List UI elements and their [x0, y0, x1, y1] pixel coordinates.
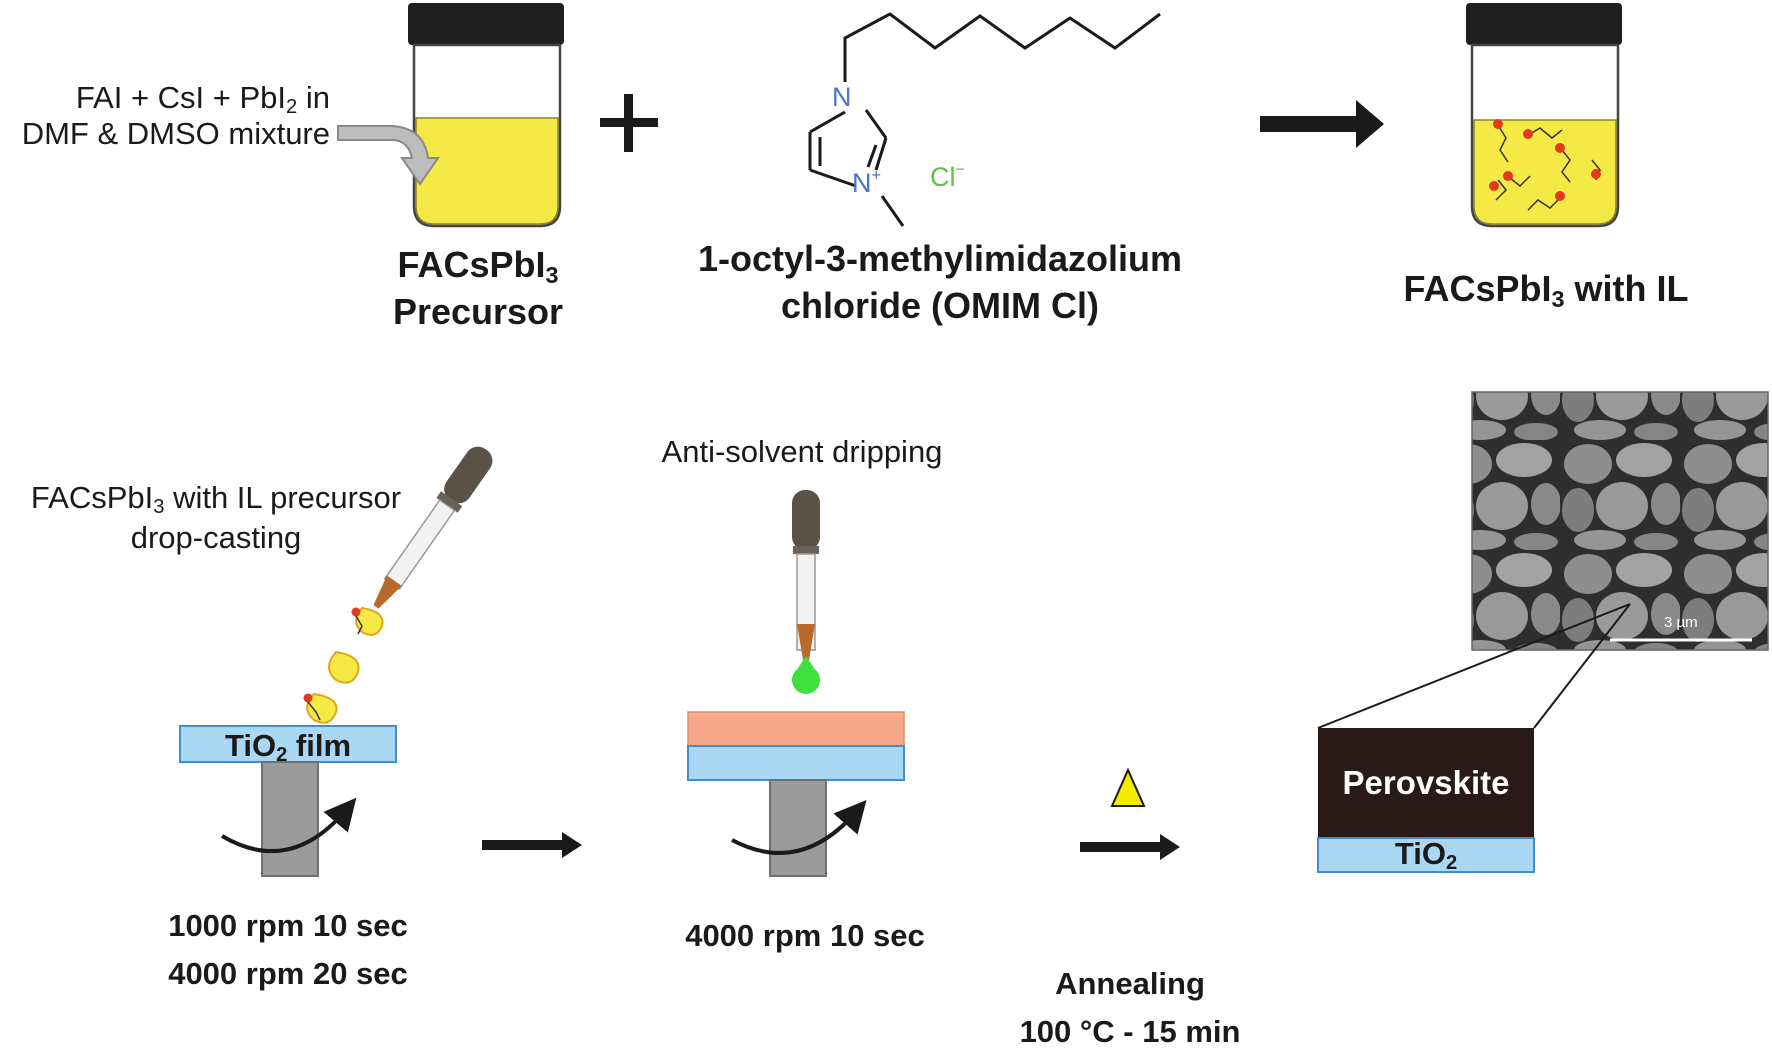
perovskite-label: Perovskite: [1342, 764, 1510, 801]
pipette-tip: [797, 624, 815, 660]
atom-n1-label: N: [832, 82, 852, 112]
ring-bond: [809, 110, 846, 134]
spin-step-1-label: 1000 rpm 10 sec 4000 rpm 20 sec: [168, 908, 408, 991]
precursor-vial: [408, 3, 564, 228]
antisolvent-droplet: [792, 666, 820, 694]
delta-triangle-icon: [1110, 767, 1146, 807]
ring-bond: [864, 109, 888, 139]
yellow-solution: [415, 117, 559, 225]
spin-arrow-2: [731, 799, 867, 855]
vial-cap: [1466, 3, 1622, 45]
pipette-1: [373, 446, 493, 609]
perovskite-wet-film: [687, 711, 905, 747]
sem-scale-label: 3 µm: [1664, 614, 1698, 631]
plus-sign-icon: [600, 94, 658, 152]
precursor-input-label: FAI + CsI + PbI2 in DMF & DMSO mixture: [21, 80, 330, 151]
yellow-solution-with-il: [1473, 119, 1617, 225]
tio2-film-label: TiO2 film: [224, 728, 352, 767]
atom-n2-label: N+: [852, 166, 881, 198]
ring-bond: [868, 135, 876, 140]
pipette-bulb: [444, 446, 493, 504]
pipette-tip: [373, 575, 402, 609]
tio2-final-layer: [1317, 837, 1535, 873]
antisolvent-label: Anti-solvent dripping: [661, 434, 943, 469]
spin-arrow-1: [220, 797, 357, 854]
pipette-2: [792, 490, 820, 660]
chloride-anion-label: Cl−: [930, 160, 965, 192]
dropcast-label: FACsPbI3 with IL precursor drop-casting: [30, 480, 402, 555]
perovskite-block: [1318, 728, 1534, 838]
omim-cl-name: 1-octyl-3-methylimidazolium chloride (OM…: [697, 238, 1183, 327]
octyl-chain: [843, 12, 1161, 82]
ring-bond: [809, 168, 857, 188]
spin-chuck-1: [261, 761, 319, 877]
ring-double-bond: [866, 144, 878, 168]
tio2-substrate: [179, 725, 397, 763]
spin-chuck-2: [769, 779, 827, 877]
tio2-substrate-2: [687, 745, 905, 781]
vial-cap: [408, 3, 564, 45]
pipette-bulb: [792, 490, 820, 550]
step-arrow-1: [482, 832, 582, 858]
annealing-label: Annealing 100 °C - 15 min: [1019, 966, 1241, 1049]
pour-arrow: [337, 125, 440, 186]
precursor-label: FACsPbI3 Precursor: [392, 244, 564, 333]
product-vial: [1466, 3, 1622, 228]
methyl-bond: [880, 195, 905, 227]
tio2-final-label: TiO2: [1394, 836, 1458, 875]
step-arrow-2: [1080, 834, 1180, 860]
zoom-line-right: [1533, 603, 1631, 729]
zoom-line-left: [1317, 603, 1631, 729]
falling-droplets: [303, 606, 384, 724]
spin-step-2-label: 4000 rpm 10 sec: [685, 918, 925, 953]
omim-cl-structure: [808, 12, 1161, 227]
ion-dots: [1489, 119, 1601, 201]
ring-bond: [874, 137, 888, 171]
sem-image: [1471, 391, 1769, 651]
product-label: FACsPbI3 with IL: [1403, 268, 1689, 312]
reaction-arrow: [1260, 100, 1384, 148]
